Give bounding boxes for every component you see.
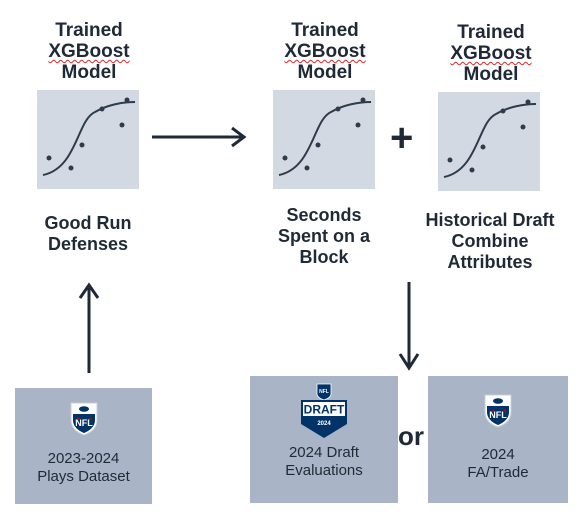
model-title-line: Model [463,64,519,85]
feature-line: Good Run [44,213,132,233]
dataset-label: 2023-2024 Plays Dataset [15,450,152,486]
model-title-line: XGBoost [284,41,366,62]
nfl-shield-icon: NFL ★ ★ [484,394,512,428]
nfl-draft-logo-icon: NFL DRAFT 2024 [301,383,347,438]
model-title-line: Trained [457,22,525,43]
plus-sign: + [390,116,414,160]
draft-logo-text: DRAFT [304,403,345,417]
svg-text:★: ★ [491,408,495,413]
draft-label: 2024 Draft Evaluations [250,444,398,480]
right-arrow-icon [152,126,247,148]
feature-line: Block [299,247,349,267]
model-title-line: Model [61,62,117,83]
feature-line: Historical Draft [425,210,555,230]
nfl-logo-text: NFL [489,410,507,420]
or-label: or [398,421,424,451]
feature-line: Seconds [286,205,362,225]
model-title-line: XGBoost [450,43,532,64]
feature-historical-draft-combine: Historical Draft Combine Attributes [405,210,575,273]
model-title-1: Trained XGBoost Model [29,20,149,83]
fa-trade-box: NFL ★ ★ 2024 FA/Trade [428,376,568,503]
box-line: FA/Trade [467,464,529,481]
feature-line: Combine [451,231,529,251]
sigmoid-plot-icon [273,90,375,189]
feature-line: Spent on a [277,226,370,246]
fa-trade-label: 2024 FA/Trade [428,446,568,482]
box-line: 2023-2024 [47,450,120,467]
down-arrow-icon [398,282,420,371]
svg-text:★: ★ [77,416,81,421]
up-arrow-icon [78,282,100,373]
nfl-shield-icon: NFL ★ ★ [70,402,97,436]
svg-text:★: ★ [89,416,93,421]
model-title-line: Trained [55,20,123,41]
box-line: Evaluations [285,462,363,479]
draft-evaluations-box: NFL DRAFT 2024 2024 Draft Evaluations [250,376,398,503]
nfl-logo-text: NFL [75,418,93,428]
sigmoid-plot-icon [438,92,540,191]
model-title-3: Trained XGBoost Model [431,22,551,85]
model-title-line: XGBoost [48,41,130,62]
box-line: 2024 Draft [288,444,360,461]
draft-year-text: 2024 [317,421,331,427]
feature-line: Attributes [447,252,533,272]
feature-line: Defenses [47,234,129,254]
box-line: Plays Dataset [37,468,130,485]
box-line: 2024 [481,446,515,463]
sigmoid-plot-icon [37,90,139,189]
model-title-line: Trained [291,20,359,41]
svg-text:★: ★ [503,408,507,413]
plays-dataset-box: NFL ★ ★ 2023-2024 Plays Dataset [15,388,152,504]
feature-seconds-spent-on-block: Seconds Spent on a Block [250,205,398,268]
nfl-logo-text: NFL [319,389,329,395]
model-title-line: Model [297,62,353,83]
feature-good-run-defenses: Good Run Defenses [14,213,162,255]
model-title-2: Trained XGBoost Model [265,20,385,83]
